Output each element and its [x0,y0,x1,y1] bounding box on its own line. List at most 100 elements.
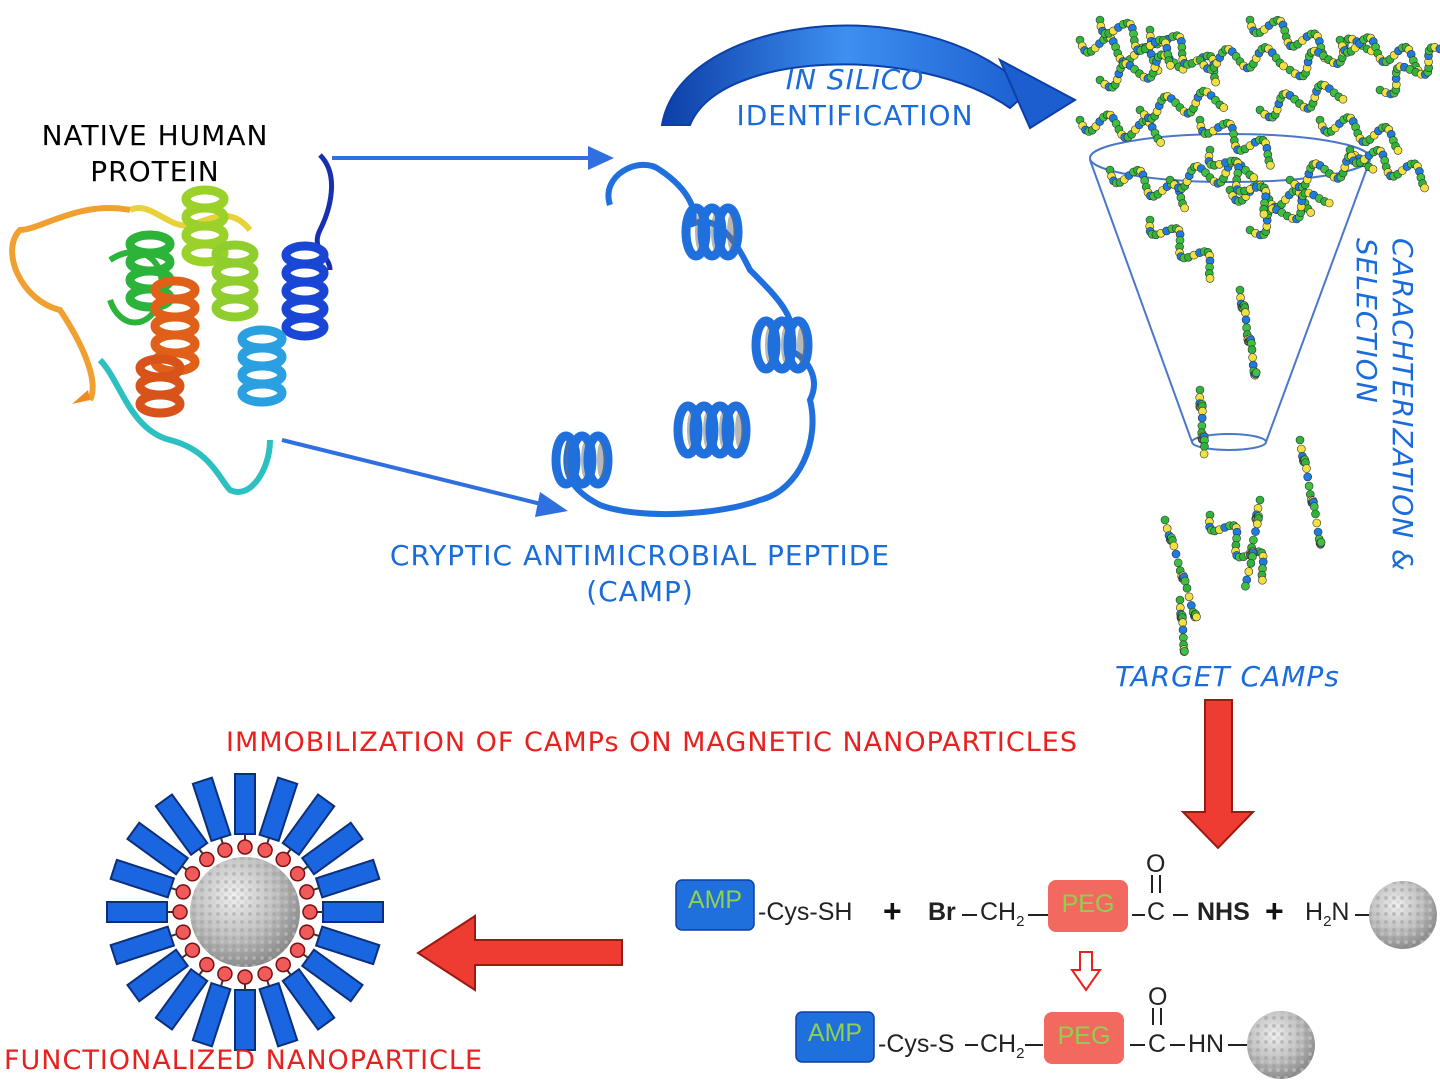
carbonyl-o-1: O [1146,850,1166,878]
amp-text-1: AMP [687,886,743,914]
rod-ligand [310,901,384,923]
rod-bead [299,924,315,940]
h2n-text: H2N [1305,898,1349,930]
peptide-bead [1255,495,1265,505]
product-cys-text: -Cys-S [878,1030,955,1058]
peptide-bead [1235,285,1245,295]
rod-bead [275,851,291,868]
peptide-bead [1248,353,1257,362]
immobilization-label: IMMOBILIZATION OF CAMPs ON MAGNETIC NANO… [226,727,1078,758]
red-arrows [416,699,1256,992]
protein-strand-orange [72,390,90,404]
characterization-line-1: CARACHTERIZATION & [1386,238,1419,572]
peptide-bead [1297,444,1306,454]
peptide-bead [1184,592,1194,602]
selection-funnel [1075,15,1440,656]
ch2-ch-2: CH [980,1030,1017,1058]
camp-helix-turn [713,203,743,261]
peptide-bead [1173,558,1183,568]
camp-label: CRYPTIC ANTIMICROBIAL PEPTIDE (CAMP) [365,538,915,610]
h2n-sub: 2 [1323,913,1332,930]
camp-line-2: (CAMP) [586,575,694,608]
peptide-bead [1246,558,1256,568]
peptide-bead [1244,567,1254,576]
peptide-bead [1156,138,1165,147]
helix-turn [211,294,259,322]
reaction-scheme [675,875,1437,1079]
camp-helix-turn [783,316,813,374]
peptide-bead [1169,541,1179,551]
ch2-text-1: CH2 [980,898,1024,930]
peptide-bead [1324,198,1334,208]
peptide-bead [1199,449,1209,459]
camp-peptide-structure [551,162,817,518]
h2n-h: H [1305,898,1324,926]
peg-box-1 [1048,880,1128,932]
rod-bead [217,842,233,858]
helix-turn [281,313,329,341]
peptide-bead [1219,103,1228,112]
peptide-bead [1182,583,1192,593]
peptide-bead [1200,442,1209,451]
in-silico-curved-arrow [660,24,1077,130]
in-silico-label: IN SILICO IDENTIFICATION [710,62,1000,134]
peptide-bead [1180,203,1189,213]
peptide-bead [1304,481,1314,491]
rod-bead [299,884,315,900]
rod-ligand [234,977,256,1051]
peptide-bead [1175,595,1185,605]
red-arrow-left [416,914,623,992]
plus-2: + [1265,893,1284,929]
in-silico-line-1: IN SILICO [785,63,925,96]
rod-bead [302,904,318,920]
br-text: Br [928,898,956,926]
camp-helices [551,203,813,489]
peptide-bead [1171,549,1181,559]
characterization-line-2: SELECTION [1350,238,1383,404]
peptide-bead [1313,527,1323,537]
peptide-bead [1393,146,1403,155]
peptide-bead [1197,413,1207,423]
peptide-bead [1211,77,1220,87]
camp-line-1: CRYPTIC ANTIMICROBIAL PEPTIDE [389,539,891,572]
funnel-side-right [1265,159,1371,443]
rod-bead [184,866,201,882]
peptide-bead [1241,315,1251,325]
peptide-bead [1166,61,1175,70]
helix-turn [237,379,287,407]
peptide-bead [1180,646,1189,656]
peptide-bead [1249,173,1258,182]
peptide-bead [1266,161,1275,170]
peptide-bead [1251,527,1260,536]
amp-box-2 [795,1011,875,1063]
protein-helices [125,185,329,418]
peptide-bead [1338,94,1348,104]
peptide-bead [1295,435,1305,445]
peptide-bead [1302,464,1311,473]
camp-helix-turn [583,431,613,489]
peptide-bead [1160,515,1170,525]
peptide-bead [1316,537,1326,547]
native-protein-structure [9,153,335,495]
peptide-bead [1368,164,1378,174]
arrow-protein-to-camp-bottom [281,438,546,507]
protein-loop-teal [97,357,273,495]
carbon-2: C [1148,1030,1167,1058]
arrowhead-bottom [535,492,568,517]
peg-box-2 [1044,1012,1124,1064]
rod-bead [199,956,215,973]
red-arrow-down [1180,699,1256,850]
amp-text-2: AMP [807,1019,863,1047]
camp-helix-turn [721,401,751,459]
rod-bead [237,969,253,985]
blue-arrows [281,146,614,517]
functionalized-nanoparticle [106,773,384,1051]
native-protein-line-2: PROTEIN [90,155,220,188]
camp-helix-shade [727,214,735,250]
cys-sh-text: -Cys-SH [758,898,853,926]
rod-bead [175,924,191,940]
peptide-bead [1247,345,1257,355]
camp-helix-shade [735,412,743,448]
